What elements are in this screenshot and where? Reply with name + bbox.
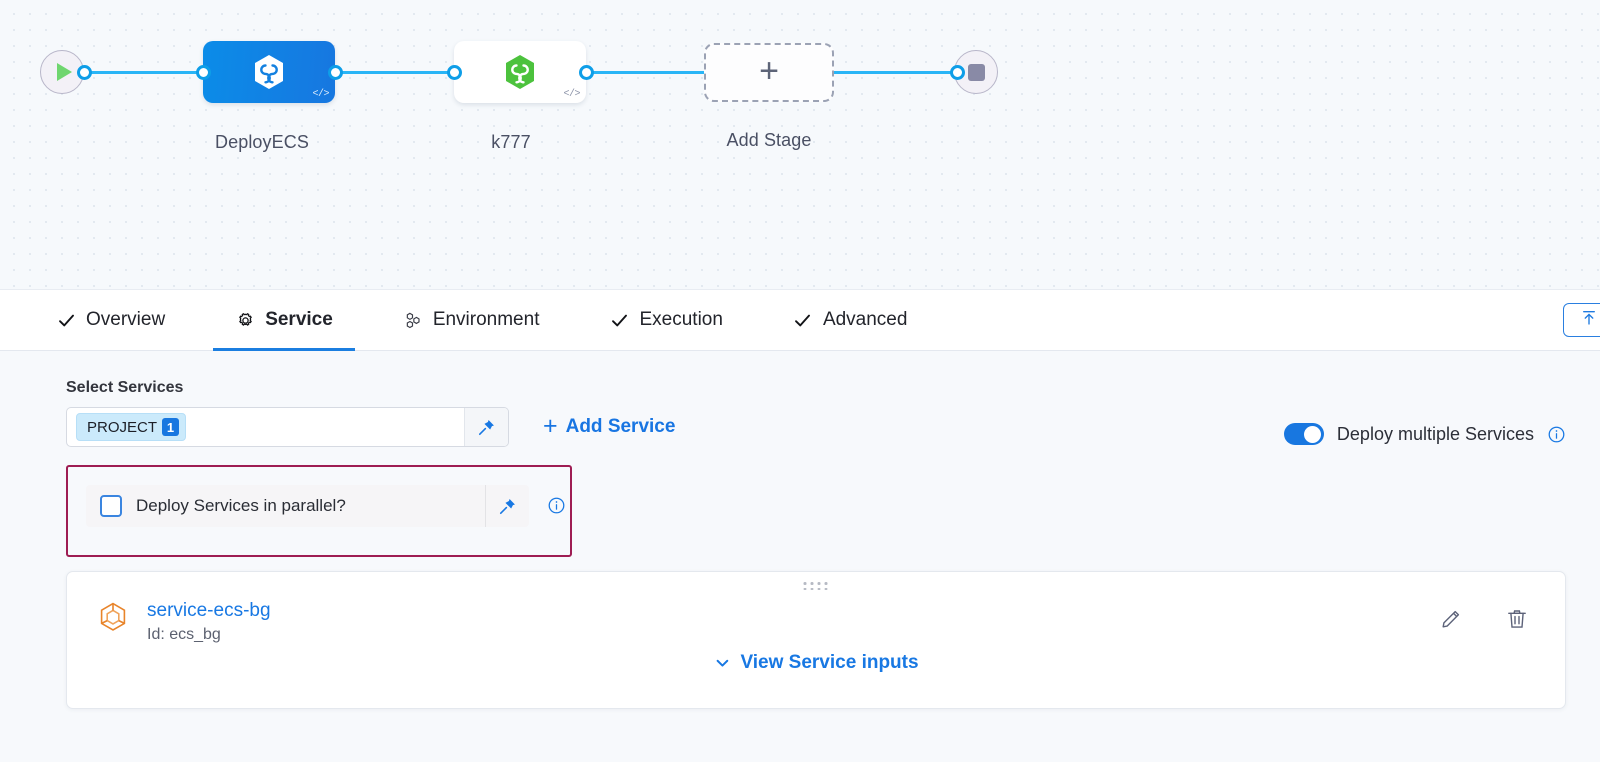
deploy-parallel-highlight: Deploy Services in parallel? — [66, 465, 572, 557]
pin-parallel-button[interactable] — [485, 485, 529, 527]
view-service-inputs-button[interactable]: View Service inputs — [713, 652, 918, 674]
drag-dots-icon[interactable] — [804, 582, 829, 590]
connector-start-to-stage1 — [84, 71, 214, 74]
port-end-in[interactable] — [950, 65, 965, 80]
tab-execution[interactable]: Execution — [587, 290, 744, 350]
trash-icon — [1505, 607, 1529, 631]
plus-icon: + — [759, 54, 779, 88]
connector-stage1-to-stage2 — [330, 71, 462, 74]
tab-environment[interactable]: Environment — [381, 290, 562, 350]
deploy-parallel-label: Deploy Services in parallel? — [136, 496, 346, 516]
play-icon — [57, 63, 72, 81]
add-service-label: Add Service — [566, 416, 676, 438]
service-hexagon-icon — [95, 600, 131, 636]
add-stage-button[interactable]: + — [704, 43, 834, 102]
infrastructure-hexagons-icon — [403, 310, 423, 330]
info-icon[interactable] — [1547, 425, 1566, 444]
stage1-code-icon[interactable]: </> — [312, 89, 329, 100]
services-multiselect-values[interactable]: PROJECT 1 — [67, 408, 464, 446]
stage-node-deployecs[interactable]: </> — [203, 41, 335, 103]
pin-icon — [477, 418, 496, 437]
upload-icon — [1580, 309, 1598, 332]
tab-service[interactable]: Service — [213, 290, 355, 350]
deploy-multiple-services-label: Deploy multiple Services — [1337, 424, 1534, 445]
deploy-parallel-field[interactable]: Deploy Services in parallel? — [86, 485, 529, 527]
harness-service-icon — [500, 52, 540, 92]
service-panel: Select Services PROJECT 1 + Add Service … — [0, 351, 1600, 762]
deploy-parallel-main[interactable]: Deploy Services in parallel? — [86, 495, 485, 517]
gear-icon — [235, 310, 255, 330]
service-id-text: Id: ecs_bg — [147, 626, 271, 644]
tab-service-label: Service — [265, 309, 333, 331]
stage-label-deployecs: DeployECS — [152, 132, 372, 153]
deploy-multiple-services-toggle[interactable] — [1284, 423, 1324, 445]
pin-icon — [498, 497, 517, 516]
port-stage1-out[interactable] — [328, 65, 343, 80]
port-start-out[interactable] — [77, 65, 92, 80]
view-service-inputs-label: View Service inputs — [740, 652, 918, 674]
check-icon — [609, 310, 629, 330]
connector-addstage-to-end — [826, 71, 966, 74]
save-button[interactable]: S — [1563, 303, 1600, 337]
add-service-button[interactable]: + Add Service — [543, 416, 675, 439]
stage-label-k777: k777 — [401, 132, 621, 153]
pin-services-button[interactable] — [464, 408, 508, 446]
stage-tab-bar: Overview Service Environment Execution — [0, 290, 1600, 351]
stop-icon — [968, 64, 985, 81]
stage2-code-icon[interactable]: </> — [563, 89, 580, 100]
service-card: service-ecs-bg Id: ecs_bg — [66, 571, 1566, 709]
info-icon[interactable] — [547, 496, 566, 515]
service-name-link[interactable]: service-ecs-bg — [147, 600, 271, 622]
connector-stage2-to-addstage — [580, 71, 715, 74]
check-icon — [56, 310, 76, 330]
port-stage2-out[interactable] — [579, 65, 594, 80]
scope-chip-label: PROJECT — [87, 419, 157, 436]
service-identity: service-ecs-bg Id: ecs_bg — [95, 600, 271, 644]
plus-icon: + — [543, 414, 558, 439]
service-card-actions — [1439, 607, 1529, 631]
scope-chip-project[interactable]: PROJECT 1 — [76, 413, 186, 441]
check-icon — [793, 310, 813, 330]
delete-service-button[interactable] — [1505, 607, 1529, 631]
stage-node-k777[interactable]: </> — [454, 41, 586, 103]
tab-advanced[interactable]: Advanced — [771, 290, 930, 350]
tab-overview-label: Overview — [86, 309, 165, 331]
service-text-block: service-ecs-bg Id: ecs_bg — [147, 600, 271, 644]
port-stage1-in[interactable] — [196, 65, 211, 80]
chevron-down-icon — [713, 654, 731, 672]
select-services-label: Select Services — [66, 379, 1600, 397]
harness-service-icon — [249, 52, 289, 92]
edit-service-button[interactable] — [1439, 607, 1463, 631]
tab-advanced-label: Advanced — [823, 309, 908, 331]
tab-overview[interactable]: Overview — [34, 290, 187, 350]
scope-chip-count: 1 — [162, 418, 179, 436]
tab-execution-label: Execution — [639, 309, 722, 331]
add-stage-label: Add Stage — [659, 130, 879, 151]
deploy-multiple-services-control: Deploy multiple Services — [1284, 423, 1566, 445]
tab-environment-label: Environment — [433, 309, 540, 331]
deploy-parallel-checkbox[interactable] — [100, 495, 122, 517]
pencil-icon — [1439, 607, 1463, 631]
port-stage2-in[interactable] — [447, 65, 462, 80]
pipeline-canvas[interactable]: </> DeployECS </> k777 + Add Stage — [0, 0, 1600, 290]
services-multiselect[interactable]: PROJECT 1 — [66, 407, 509, 447]
